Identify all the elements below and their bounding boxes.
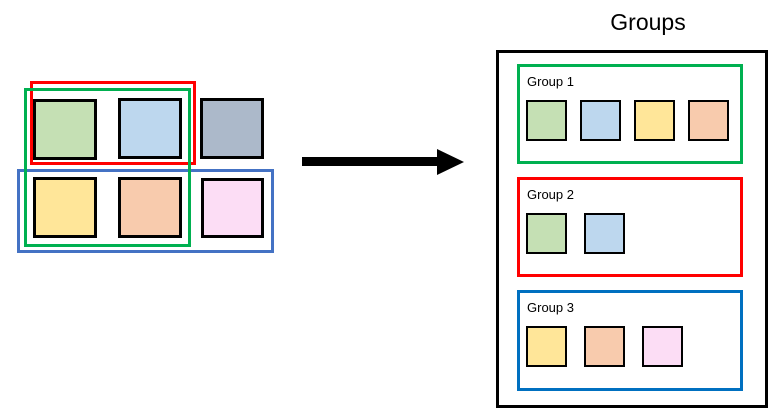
group1-square-green <box>526 100 567 141</box>
group3-square-orange <box>584 326 625 367</box>
groups-panel-box: Group 1 Group 2 Group 3 <box>496 50 768 408</box>
groups-panel-title: Groups <box>610 9 686 35</box>
group3-square-yellow <box>526 326 567 367</box>
square-blue <box>118 98 182 159</box>
square-orange <box>118 177 182 238</box>
square-pink <box>201 178 264 238</box>
square-green <box>33 99 97 160</box>
group-3-box: Group 3 <box>517 290 743 391</box>
group-1-items <box>526 100 729 141</box>
blue-selection-outline <box>17 169 274 253</box>
group-2-label: Group 2 <box>527 187 574 202</box>
group-2-items <box>526 213 625 254</box>
group1-square-yellow <box>634 100 675 141</box>
group1-square-blue <box>580 100 621 141</box>
group-1-label: Group 1 <box>527 74 574 89</box>
group-3-items <box>526 326 683 367</box>
group-3-label: Group 3 <box>527 300 574 315</box>
square-gray <box>200 98 264 159</box>
group-2-box: Group 2 <box>517 177 743 277</box>
arrow-head <box>437 149 464 175</box>
green-selection-outline <box>24 88 191 247</box>
group2-square-blue <box>584 213 625 254</box>
square-yellow <box>33 177 97 238</box>
red-selection-outline <box>30 81 196 165</box>
group-1-box: Group 1 <box>517 64 743 164</box>
group2-square-green <box>526 213 567 254</box>
group1-square-orange <box>688 100 729 141</box>
arrow-shaft <box>302 157 440 166</box>
group3-square-pink <box>642 326 683 367</box>
